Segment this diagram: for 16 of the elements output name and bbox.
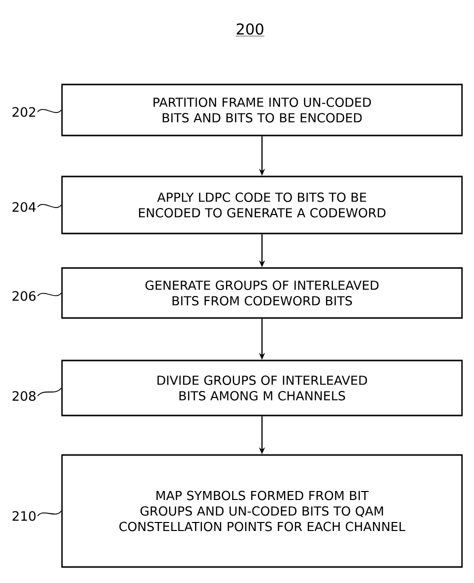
process-box: DIVIDE GROUPS OF INTERLEAVED BITS AMONG M CHANNELS (61, 360, 463, 416)
reference-number: 204 (12, 202, 36, 212)
process-box: PARTITION FRAME INTO UN-CODED BITS AND BITS TO BE ENCODED (61, 84, 463, 136)
process-box: APPLY LDPC CODE TO BITS TO BE ENCODED TO GENERATE A CODEWORD (61, 176, 463, 234)
process-box: GENERATE GROUPS OF INTERLEAVED BITS FROM CODEWORD BITS (61, 267, 463, 319)
leader-line (37, 510, 62, 516)
reference-number: 202 (12, 107, 36, 117)
leader-line (37, 109, 62, 114)
reference-number: 206 (12, 291, 36, 301)
leader-line (37, 204, 62, 208)
figure-number: 200 (236, 23, 265, 36)
leader-line (37, 292, 62, 296)
reference-number: 210 (12, 511, 36, 521)
reference-number: 208 (12, 391, 36, 401)
process-box: MAP SYMBOLS FORMED FROM BIT GROUPS AND UN-CODED BITS TO QAM CONSTELLATION POINTS FOR EACH CHANNEL (61, 454, 463, 568)
leader-line (37, 388, 62, 396)
